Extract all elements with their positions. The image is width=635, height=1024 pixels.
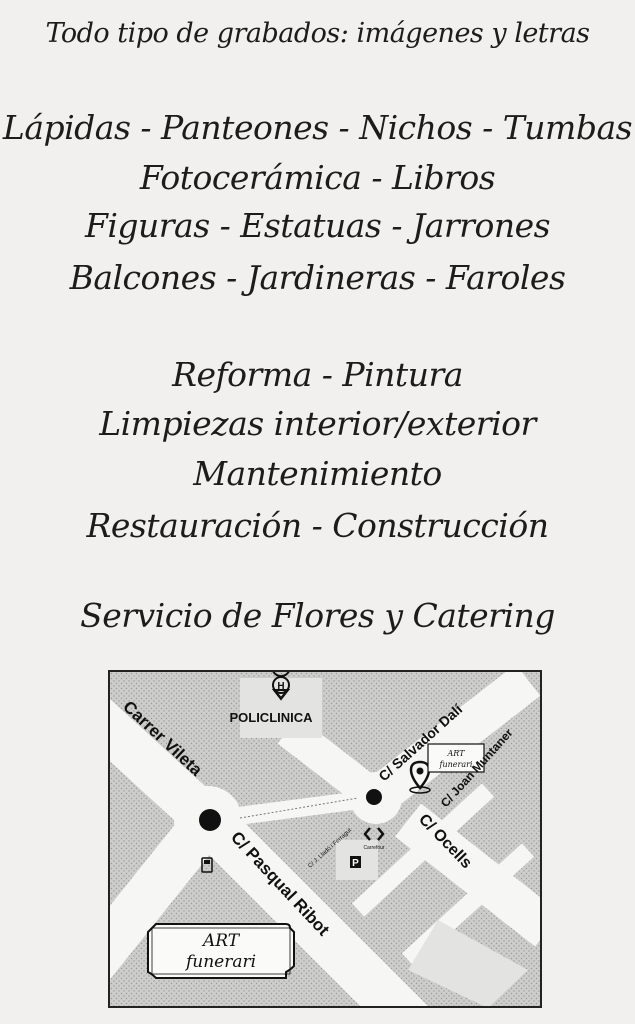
road-lower-1: [351, 783, 495, 917]
intro-line: Todo tipo de grabados: imágenes y letras: [45, 18, 590, 49]
hospital-letter: H: [277, 681, 284, 692]
location-pin-icon: [409, 760, 431, 794]
plaza-east-marker: [366, 789, 382, 805]
parking-icon: P: [350, 856, 361, 869]
service-line-1: Reforma - Pintura: [172, 355, 463, 394]
art-funerari-logo: ART funerari: [147, 923, 295, 979]
carrefour-icon: Carrefour: [363, 827, 385, 851]
product-line-1: Lápidas - Panteones - Nichos - Tumbas: [2, 108, 633, 147]
map-border: [108, 670, 542, 1008]
service-line-3: Mantenimiento: [193, 454, 442, 493]
location-map: H POLICLINICA ART funerari Carrefour P: [108, 670, 542, 1008]
policlinica-label: POLICLINICA: [229, 710, 313, 725]
road-pasqual-ribot: [191, 803, 430, 1008]
service-line-4: Restauración - Construcción: [86, 506, 549, 545]
svg-text:P: P: [352, 858, 359, 869]
block-policlinica: [240, 678, 322, 738]
hospital-icon: H: [271, 670, 291, 701]
block-right-lower: [408, 920, 528, 1008]
service-line-2: Limpiezas interior/exterior: [99, 404, 536, 443]
atm-icon: [201, 857, 213, 873]
svg-text:ART: ART: [201, 931, 241, 951]
svg-text:funerari: funerari: [184, 952, 256, 972]
product-line-2: Fotocerámica - Libros: [139, 158, 496, 197]
svg-text:funerari: funerari: [439, 760, 473, 769]
art-funerari-small-badge: ART funerari: [427, 743, 485, 773]
svg-text:Carrefour: Carrefour: [363, 845, 384, 851]
flowers-catering-line: Servicio de Flores y Catering: [80, 596, 555, 635]
product-line-4: Balcones - Jardineras - Faroles: [69, 258, 566, 297]
plaza-west-marker: [199, 809, 221, 831]
product-line-3: Figuras - Estatuas - Jarrones: [84, 206, 551, 245]
svg-text:ART: ART: [447, 749, 466, 758]
road-salvador-dali: [363, 670, 541, 814]
